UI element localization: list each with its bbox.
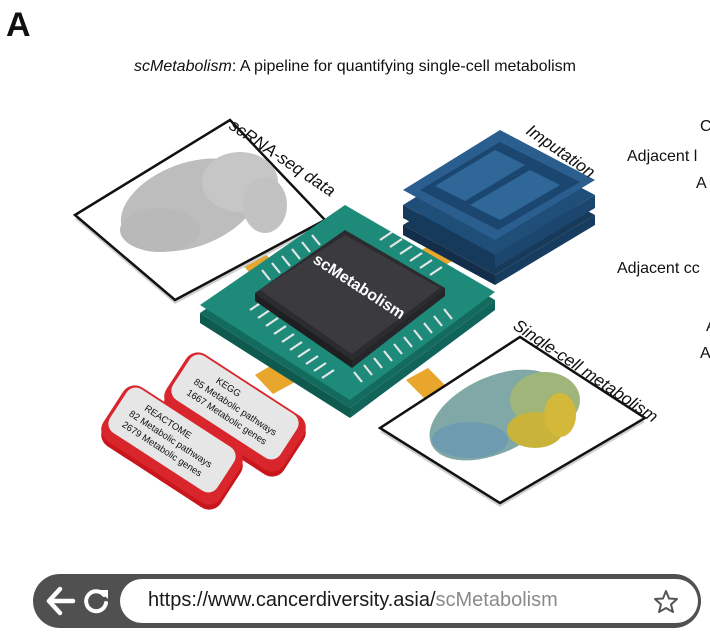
url-domain: https://www.cancerdiversity.asia/	[148, 589, 436, 611]
caption-tool-name: scMetabolism	[134, 58, 232, 75]
reactome-card: REACTOME 82 Metabolic pathways 2679 Meta…	[101, 385, 243, 510]
figure-caption: scMetabolism: A pipeline for quantifying…	[0, 58, 710, 76]
reload-icon[interactable]	[82, 587, 110, 615]
chip-board: scMetabolism	[200, 205, 495, 418]
pipeline-diagram: scRNA-seq data Imputation	[72, 116, 661, 510]
single-cell-umap	[429, 369, 580, 461]
url-path: scMetabolism	[435, 589, 558, 611]
side-text-2: Adjacent l	[627, 148, 698, 165]
back-arrow-icon[interactable]	[44, 586, 76, 616]
side-text-6: A	[700, 345, 710, 362]
side-text-5: A	[706, 318, 710, 336]
caption-text: : A pipeline for quantifying single-cell…	[231, 58, 576, 75]
single-cell-card: Single-cell metabolism	[377, 316, 661, 507]
url-field[interactable]	[120, 579, 698, 623]
url-text[interactable]: https://www.cancerdiversity.asia/scMetab…	[148, 589, 558, 612]
side-text-4: Adjacent cc	[617, 260, 700, 277]
panel-label: A	[6, 6, 31, 44]
side-text-3: A	[696, 175, 707, 192]
connector-database	[255, 362, 295, 394]
scrna-umap	[120, 152, 287, 252]
scrna-seq-card: scRNA-seq data	[72, 116, 339, 304]
star-icon[interactable]	[653, 589, 679, 614]
side-text-1: C	[700, 118, 710, 135]
